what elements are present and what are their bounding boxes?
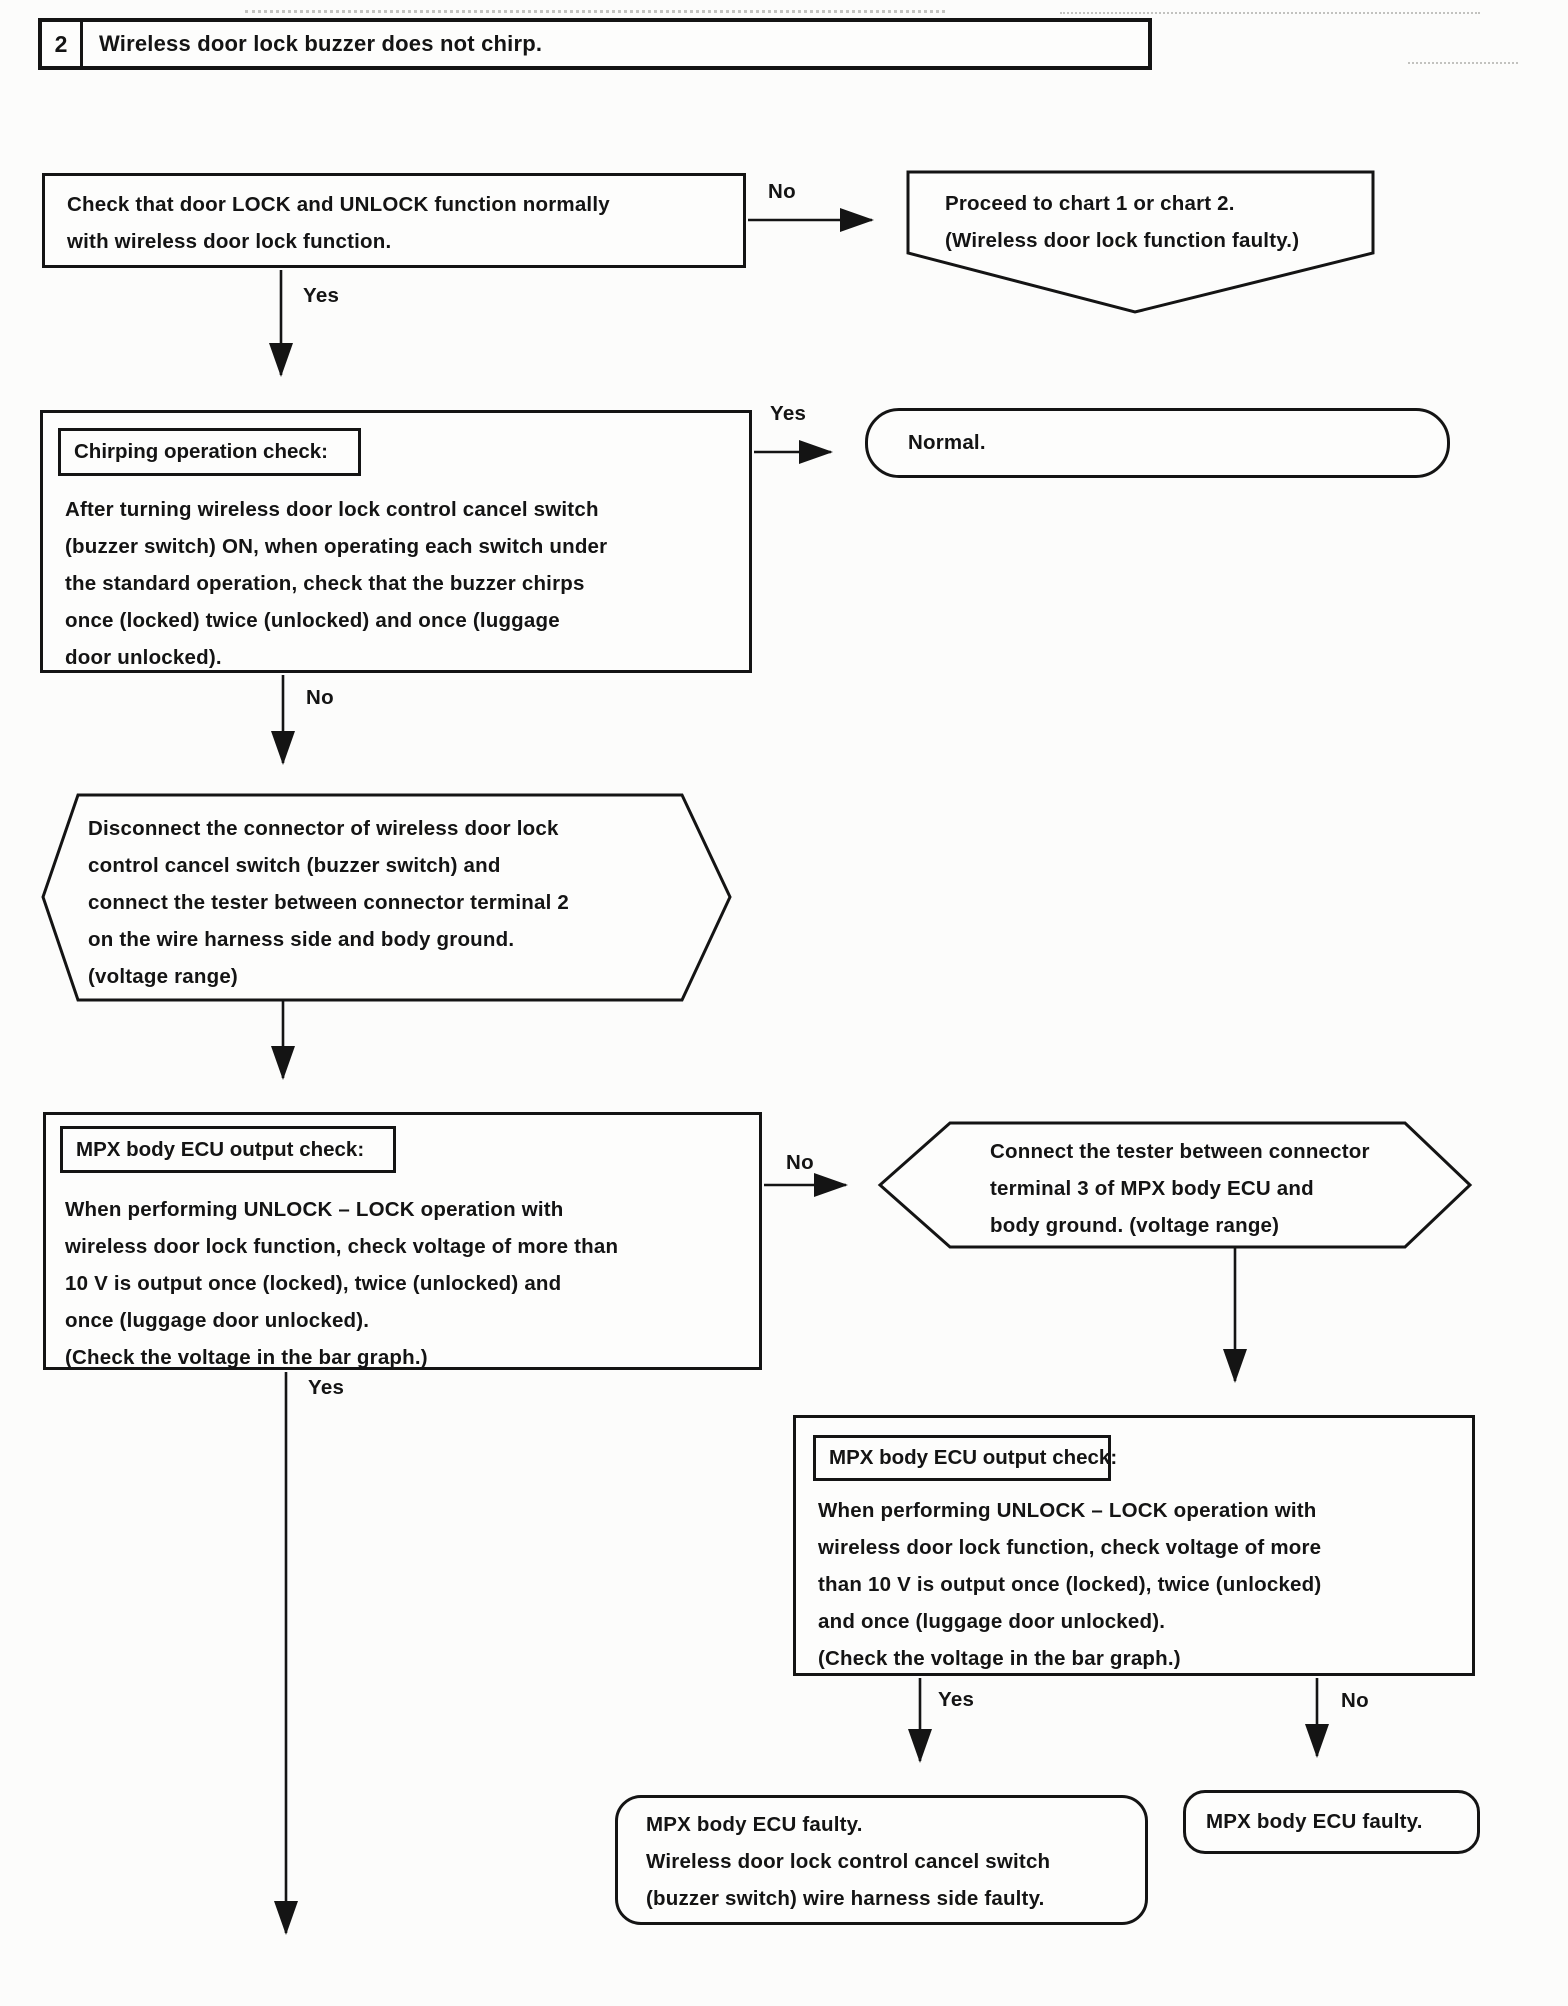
terminal-text-line: Proceed to chart 1 or chart 2. [945, 192, 1235, 215]
step-mpx-output-check-1: MPX body ECU output check: When performi… [43, 1112, 762, 1370]
step-text-line: door unlocked). [65, 646, 222, 669]
terminal-mpx-faulty-and-harness: MPX body ECU faulty. Wireless door lock … [615, 1795, 1148, 1925]
step-text-line: (Check the voltage in the bar graph.) [65, 1346, 428, 1369]
step-text-line: with wireless door lock function. [67, 230, 392, 253]
terminal-proceed-chart: Proceed to chart 1 or chart 2. (Wireless… [945, 185, 1299, 259]
scan-artifact [1408, 62, 1518, 64]
scan-artifact [1060, 12, 1480, 14]
step-text-line: After turning wireless door lock control… [65, 498, 599, 521]
action-text-line: terminal 3 of MPX body ECU and [990, 1177, 1314, 1200]
step-text-line: wireless door lock function, check volta… [818, 1536, 1322, 1559]
step-mpx-output-check-2: MPX body ECU output check: When performi… [793, 1415, 1475, 1676]
action-text-line: Disconnect the connector of wireless doo… [88, 817, 559, 840]
action-connect-tester: Connect the tester between connector ter… [990, 1133, 1370, 1244]
terminal-mpx-faulty: MPX body ECU faulty. [1183, 1790, 1480, 1854]
terminal-text: MPX body ECU faulty. [1206, 1810, 1423, 1833]
step-text-line: than 10 V is output once (locked), twice… [818, 1573, 1322, 1596]
step-text-line: once (locked) twice (unlocked) and once … [65, 609, 560, 632]
edge-label-yes: Yes [938, 1688, 975, 1711]
step-check-lock-unlock: Check that door LOCK and UNLOCK function… [42, 173, 746, 268]
proceed-chart-banner-shape [906, 170, 1375, 314]
action-text-line: (voltage range) [88, 965, 238, 988]
chart-title-bar: 2 Wireless door lock buzzer does not chi… [38, 18, 1152, 70]
terminal-text-line: (Wireless door lock function faulty.) [945, 229, 1300, 252]
edge-label-yes: Yes [303, 284, 340, 307]
connect-tester-hexagon-shape [877, 1121, 1473, 1249]
step-text-line: (buzzer switch) ON, when operating each … [65, 535, 608, 558]
step-text-line: the standard operation, check that the b… [65, 572, 585, 595]
step-text-line: wireless door lock function, check volta… [65, 1235, 619, 1258]
step-text-line: once (luggage door unlocked). [65, 1309, 370, 1332]
step-text-line: and once (luggage door unlocked). [818, 1610, 1166, 1633]
edge-label-no: No [306, 686, 334, 709]
scan-artifact [245, 10, 945, 13]
chart-title: Wireless door lock buzzer does not chirp… [99, 31, 543, 56]
terminal-text: Normal. [908, 431, 986, 454]
action-text-line: Connect the tester between connector [990, 1140, 1370, 1163]
step-chirping-operation-check: Chirping operation check: After turning … [40, 410, 752, 673]
edge-label-no: No [768, 180, 796, 203]
terminal-text-line: (buzzer switch) wire harness side faulty… [646, 1887, 1045, 1910]
step-text-line: Check that door LOCK and UNLOCK function… [67, 193, 610, 216]
edge-label-no: No [1341, 1689, 1369, 1712]
terminal-text-line: MPX body ECU faulty. [646, 1813, 863, 1836]
action-disconnect-connector: Disconnect the connector of wireless doo… [88, 810, 569, 995]
step-heading: MPX body ECU output check: [60, 1126, 396, 1173]
step-text-line: (Check the voltage in the bar graph.) [818, 1647, 1181, 1670]
terminal-normal: Normal. [865, 408, 1450, 478]
edge-label-yes: Yes [770, 402, 807, 425]
action-text-line: connect the tester between connector ter… [88, 891, 570, 914]
action-text-line: body ground. (voltage range) [990, 1214, 1280, 1237]
chart-number: 2 [42, 22, 83, 66]
edge-label-no: No [786, 1151, 814, 1174]
step-text-line: When performing UNLOCK – LOCK operation … [818, 1499, 1317, 1522]
step-heading: Chirping operation check: [58, 428, 361, 476]
edge-label-yes: Yes [308, 1376, 345, 1399]
terminal-text-line: Wireless door lock control cancel switch [646, 1850, 1051, 1873]
step-heading: MPX body ECU output check: [813, 1435, 1117, 1481]
action-text-line: control cancel switch (buzzer switch) an… [88, 854, 501, 877]
step-text-line: 10 V is output once (locked), twice (unl… [65, 1272, 562, 1295]
step-text-line: When performing UNLOCK – LOCK operation … [65, 1198, 564, 1221]
action-text-line: on the wire harness side and body ground… [88, 928, 515, 951]
disconnect-connector-hexagon-shape [41, 793, 732, 1002]
